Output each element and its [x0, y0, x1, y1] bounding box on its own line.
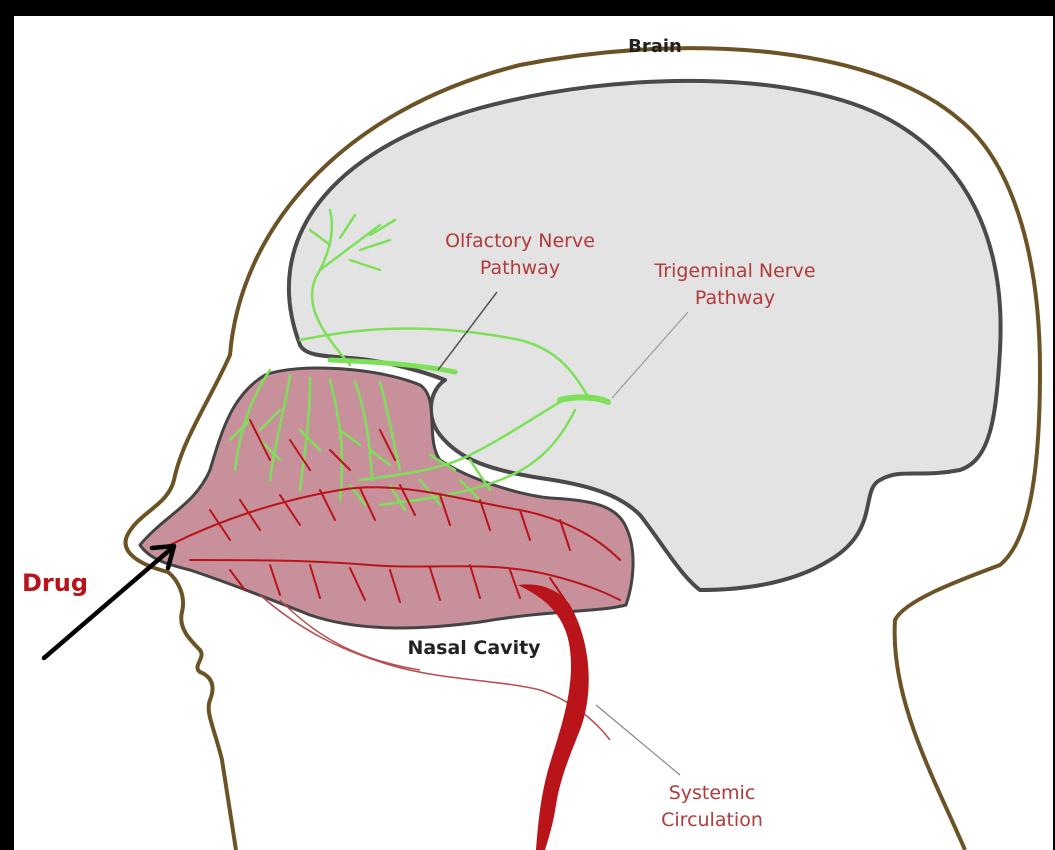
olfactory-label-line1: Olfactory Nerve: [445, 230, 595, 252]
trigeminal-label-line2: Pathway: [695, 287, 775, 309]
drug-label: Drug: [22, 569, 88, 597]
systemic-label-line2: Circulation: [661, 809, 763, 831]
brain-label: Brain: [628, 36, 682, 57]
olfactory-label-line2: Pathway: [480, 257, 560, 279]
trigeminal-label-line1: Trigeminal Nerve: [653, 260, 815, 282]
systemic-label-line1: Systemic: [669, 782, 756, 804]
nasal-cavity-label: Nasal Cavity: [407, 637, 541, 659]
